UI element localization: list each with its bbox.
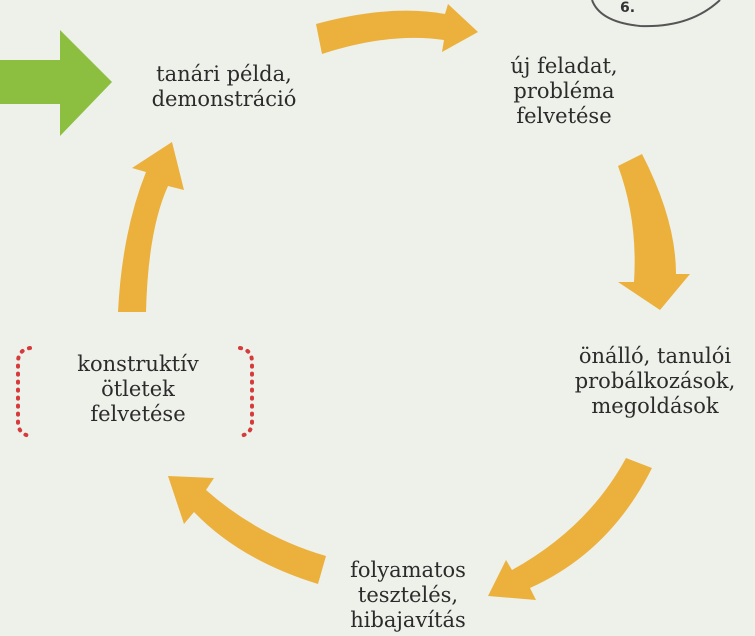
node-line: probléma: [513, 79, 615, 103]
node-line: folyamatos: [350, 558, 466, 582]
node-teacher-example: tanári példa, demonstráció: [140, 62, 308, 112]
cycle-arrow-right: [618, 154, 690, 310]
node-student-attempts: önálló, tanulói probálkozások, megoldáso…: [560, 344, 750, 419]
node-line: új feladat,: [510, 54, 618, 78]
node-line: hibajavítás: [350, 608, 466, 632]
cycle-arrow-bottom-right: [488, 458, 652, 600]
badge-circle: [591, 0, 721, 28]
cycle-arrow-left: [118, 142, 184, 312]
node-line: konstruktív: [77, 352, 199, 376]
cycle-arrow-top: [316, 4, 478, 54]
node-line: ötletek: [101, 377, 175, 401]
left-bracket: [16, 346, 32, 438]
node-line: felvetése: [90, 402, 186, 426]
node-line: megoldások: [591, 394, 719, 418]
node-line: önálló, tanulói: [578, 344, 732, 368]
node-constructive-ideas: konstruktív ötletek felvetése: [52, 352, 224, 427]
entry-arrow: [0, 30, 112, 136]
node-new-task: új feladat, probléma felvetése: [488, 54, 640, 129]
right-bracket: [238, 346, 254, 438]
node-line: tesztelés,: [357, 583, 459, 607]
cycle-arrow-bottom-left: [168, 476, 326, 584]
badge-number: 6.: [620, 0, 636, 16]
node-line: probálkozások,: [574, 369, 736, 393]
node-testing: folyamatos tesztelés, hibajavítás: [338, 558, 478, 633]
node-line: felvetése: [516, 104, 612, 128]
node-line: tanári példa,: [156, 62, 292, 86]
node-line: demonstráció: [151, 87, 297, 111]
